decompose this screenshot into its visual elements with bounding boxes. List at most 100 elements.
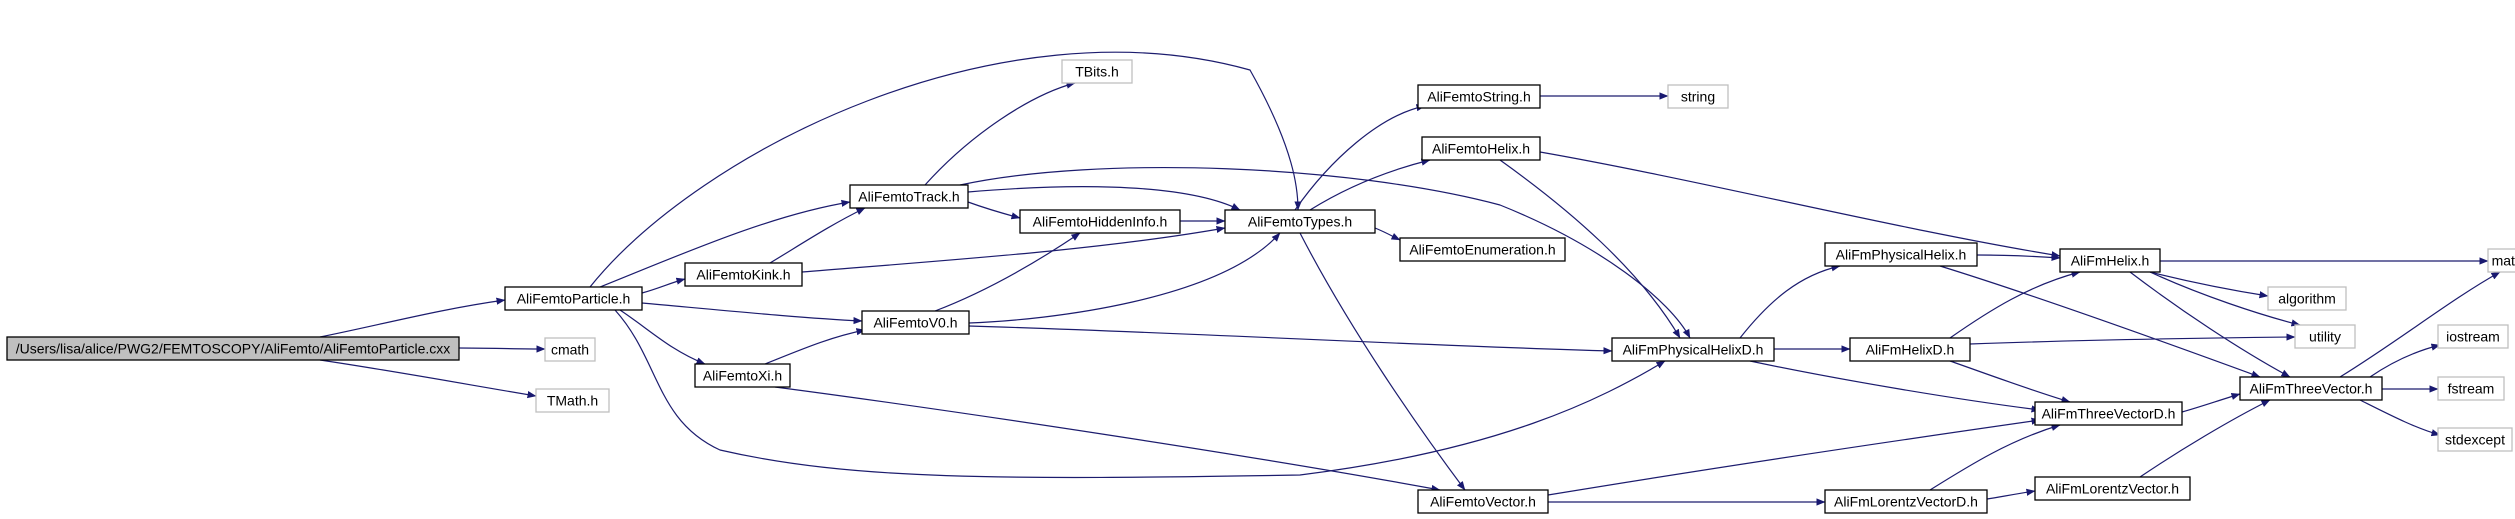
node-label: AliFemtoV0.h bbox=[873, 315, 957, 331]
edge-path bbox=[1294, 104, 1426, 211]
node-iostream: iostream bbox=[2437, 324, 2509, 349]
node-alifmlorentzvector-h[interactable]: AliFmLorentzVector.h bbox=[2034, 476, 2191, 501]
edge-path bbox=[968, 325, 1613, 355]
edge-path bbox=[774, 386, 1441, 492]
node-box bbox=[1417, 489, 1549, 514]
node-alifemtov0-h[interactable]: AliFemtoV0.h bbox=[861, 310, 970, 335]
edge-particle-to-xi bbox=[619, 309, 706, 365]
node-label: string bbox=[1681, 89, 1715, 105]
edge-root-to-tmath bbox=[319, 359, 537, 399]
edge-xi-to-vector bbox=[774, 386, 1441, 492]
edge-path bbox=[1939, 265, 2261, 378]
edge-path bbox=[1547, 417, 2041, 496]
node-users-lisa-alice-pwg2-femtoscopy-alifemto-alifemtoparticle-cxx: /Users/lisa/alice/PWG2/FEMTOSCOPY/AliFem… bbox=[6, 336, 460, 361]
node-box bbox=[1224, 209, 1376, 234]
edge-threevec-to-iostream bbox=[2369, 343, 2441, 378]
node-alifemtoenumeration-h[interactable]: AliFemtoEnumeration.h bbox=[1399, 237, 1566, 262]
edge-path bbox=[2149, 271, 2269, 299]
node-alifemtokink-h[interactable]: AliFemtoKink.h bbox=[684, 262, 803, 287]
node-label: AliFmThreeVector.h bbox=[2250, 381, 2373, 397]
edge-path bbox=[801, 225, 1226, 273]
edge-helix-to-fmhelix bbox=[1539, 151, 2061, 259]
edge-path bbox=[1969, 333, 2296, 345]
node-label: TMath.h bbox=[547, 393, 598, 409]
node-alifmthreevector-h[interactable]: AliFmThreeVector.h bbox=[2239, 376, 2383, 401]
edge-path bbox=[1309, 158, 1431, 211]
node-box bbox=[2487, 248, 2515, 273]
edge-path bbox=[1986, 488, 2036, 500]
node-alifemtohiddeninfo-h[interactable]: AliFemtoHiddenInfo.h bbox=[1019, 209, 1181, 234]
edge-helix-to-physhelixd bbox=[1499, 159, 1681, 339]
node-box bbox=[1667, 84, 1729, 109]
edge-path bbox=[2129, 271, 2291, 378]
edge-physhelixd-to-threevecd bbox=[1749, 360, 2041, 413]
edge-path bbox=[1929, 424, 2061, 491]
node-label: AliFmLorentzVectorD.h bbox=[1834, 494, 1978, 510]
edge-path bbox=[2181, 393, 2241, 413]
node-label: algorithm bbox=[2278, 291, 2336, 307]
edge-root-to-particle bbox=[319, 297, 506, 338]
node-utility: utility bbox=[2294, 324, 2356, 349]
node-box bbox=[694, 363, 791, 388]
node-label: AliFmHelix.h bbox=[2071, 253, 2150, 269]
node-alifemtotypes-h[interactable]: AliFemtoTypes.h bbox=[1224, 209, 1376, 234]
edge-path bbox=[641, 302, 863, 325]
node-layer: /Users/lisa/alice/PWG2/FEMTOSCOPY/AliFem… bbox=[6, 59, 2515, 514]
edge-path bbox=[934, 232, 1081, 312]
edge-particle-to-types bbox=[589, 51, 1302, 288]
node-alifmhelixd-h[interactable]: AliFmHelixD.h bbox=[1849, 337, 1971, 362]
edge-types-to-string bbox=[1294, 104, 1426, 211]
node-label: utility bbox=[2309, 329, 2341, 345]
node-box bbox=[2437, 427, 2513, 452]
edge-path bbox=[968, 232, 1281, 324]
edge-physhelixd-to-physhelix bbox=[1739, 264, 1841, 339]
node-alifemtoparticle-h[interactable]: AliFemtoParticle.h bbox=[504, 286, 643, 311]
node-alifemtostring-h[interactable]: AliFemtoString.h bbox=[1417, 84, 1541, 109]
node-box bbox=[2059, 248, 2161, 273]
node-box bbox=[1019, 209, 1181, 234]
edge-fmhelix-to-algorithm bbox=[2149, 271, 2269, 299]
edge-types-to-enum bbox=[1374, 227, 1401, 241]
edge-path bbox=[1739, 264, 1841, 339]
edge-path bbox=[959, 166, 1691, 339]
node-alifemtovector-h[interactable]: AliFemtoVector.h bbox=[1417, 489, 1549, 514]
node-label: TBits.h bbox=[1075, 64, 1119, 80]
node-alifemtoxi-h[interactable]: AliFemtoXi.h bbox=[694, 363, 791, 388]
edge-path bbox=[769, 207, 866, 264]
edge-kink-to-track bbox=[769, 207, 866, 264]
node-alifmhelix-h[interactable]: AliFmHelix.h bbox=[2059, 248, 2161, 273]
edge-path bbox=[1499, 159, 1681, 339]
edge-path bbox=[2139, 399, 2271, 478]
edge-types-to-vector bbox=[1299, 232, 1466, 491]
edge-path bbox=[1749, 360, 2041, 413]
edge-lorentz-to-threevec bbox=[2139, 399, 2271, 478]
node-alifemtotrack-h[interactable]: AliFemtoTrack.h bbox=[849, 184, 969, 209]
edge-helixd-to-utility bbox=[1969, 333, 2296, 345]
node-label: AliFmPhysicalHelix.h bbox=[1836, 247, 1967, 263]
edge-threevec-to-math bbox=[2339, 271, 2501, 378]
node-label: AliFemtoVector.h bbox=[1430, 494, 1536, 510]
edge-path bbox=[2369, 343, 2441, 378]
node-box bbox=[1417, 84, 1541, 109]
node-label: AliFemtoParticle.h bbox=[517, 291, 631, 307]
node-label: stdexcept bbox=[2445, 432, 2505, 448]
node-box bbox=[2034, 476, 2191, 501]
node-alifmlorentzvectord-h[interactable]: AliFmLorentzVectorD.h bbox=[1824, 489, 1988, 514]
edge-path bbox=[2359, 399, 2441, 437]
node-label: AliFmThreeVectorD.h bbox=[2042, 406, 2176, 422]
edge-particle-to-track bbox=[599, 199, 851, 288]
node-alifmthreevectord-h[interactable]: AliFmThreeVectorD.h bbox=[2034, 401, 2183, 426]
node-box bbox=[2034, 401, 2183, 426]
edge-path bbox=[619, 309, 706, 365]
edge-path bbox=[967, 186, 1241, 211]
node-alifemtohelix-h[interactable]: AliFemtoHelix.h bbox=[1421, 136, 1541, 161]
node-alifmphysicalhelixd-h[interactable]: AliFmPhysicalHelixD.h bbox=[1611, 337, 1775, 362]
node-label: AliFemtoHiddenInfo.h bbox=[1033, 214, 1168, 230]
node-box bbox=[849, 184, 969, 209]
edge-threevecd-to-threevec bbox=[2181, 393, 2241, 413]
node-label: AliFemtoTrack.h bbox=[858, 189, 959, 205]
node-alifmphysicalhelix-h[interactable]: AliFmPhysicalHelix.h bbox=[1824, 242, 1978, 267]
edge-v0-to-hidden bbox=[934, 232, 1081, 312]
edge-particle-to-kink bbox=[641, 277, 686, 294]
node-box bbox=[2437, 376, 2505, 401]
